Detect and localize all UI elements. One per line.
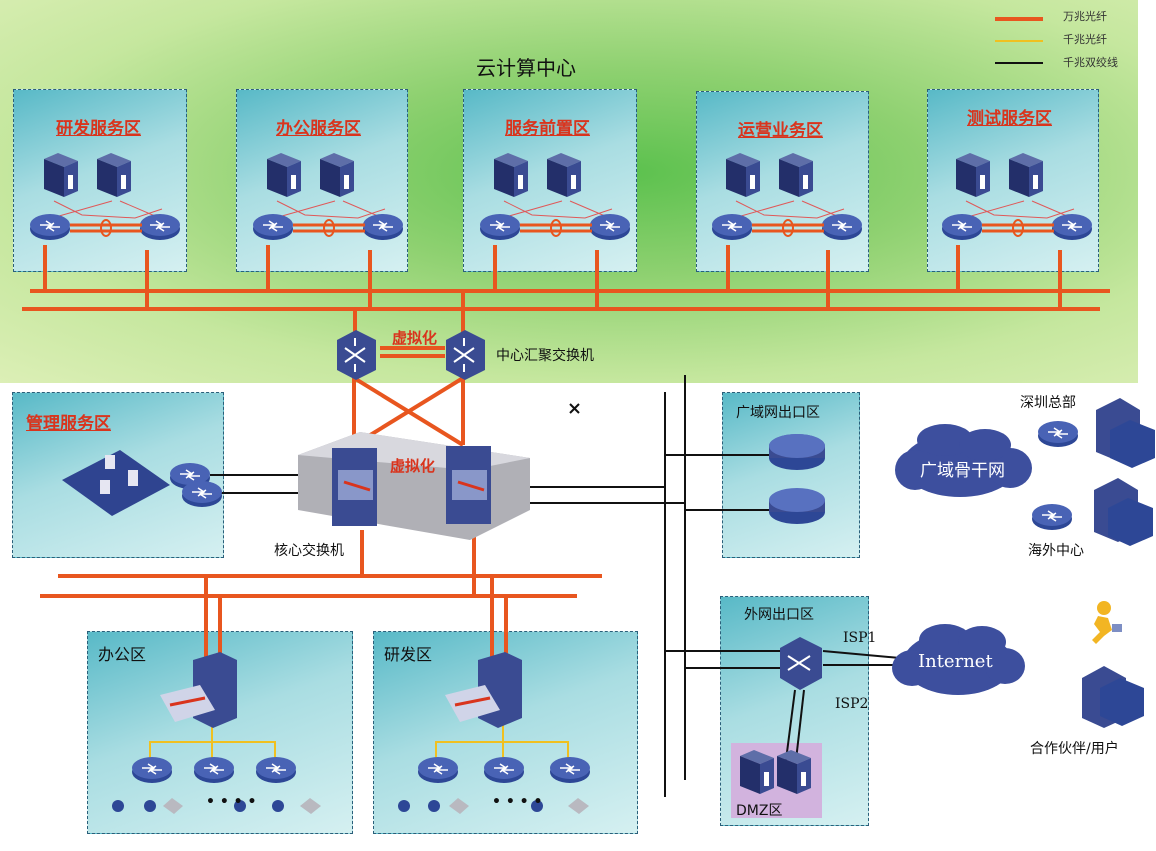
zone-wan-exit [722,392,860,558]
zone-title-rd: 研发区 [384,645,433,664]
testing-devices [942,153,1092,240]
external-exit-switch [780,637,822,690]
shenzhen-hq-label: 深圳总部 [1020,395,1076,411]
wan-router-2 [769,488,825,524]
rd-service-devices [30,153,180,240]
core-switch-label: 核心交换机 [274,543,344,559]
wan-backbone-label: 广域骨干网 [920,461,1005,481]
rd-ellipsis: • • • • [492,794,543,810]
internet-cloud [892,624,1025,695]
isp2-label: ISP2 [835,696,869,712]
wan-backbone-cloud [895,424,1032,497]
zone-title-operations: 运营业务区 [738,121,823,141]
virtualization-label-core: 虚拟化 [390,457,436,475]
zone-title-testing: 测试服务区 [967,109,1052,129]
legend-twisted-pair: 千兆双绞线 [1063,56,1118,69]
legend-fiber-10g: 万兆光纤 [1063,10,1107,23]
zone-title-office: 办公区 [98,645,147,664]
dmz-server-2 [777,750,811,794]
management-platform [62,450,223,516]
partner-briefcase-icon [1112,624,1122,632]
wan-router-1 [769,434,825,470]
zone-title-rd-service: 研发服务区 [56,119,141,139]
zone-title-wan-exit: 广域网出口区 [736,405,820,421]
virtualization-label-top: 虚拟化 [392,329,438,347]
zone-title-office-service: 办公服务区 [276,119,361,139]
core-switch-chassis [298,432,530,540]
dmz-server-1 [740,750,774,794]
zone-title-front-service: 服务前置区 [505,119,590,139]
partner-building [1082,666,1144,728]
dmz-zone-label: DMZ区 [736,803,783,819]
rd-access-chassis [445,652,522,728]
aggregation-switch-left [337,330,376,380]
front-service-devices [480,153,630,240]
zone-title-external-exit: 外网出口区 [744,607,814,623]
overseas-center-building [1031,478,1153,546]
legend-fiber-1g: 千兆光纤 [1063,33,1107,46]
office-ellipsis: • • • • [206,794,257,810]
zone-title-management: 管理服务区 [26,414,111,434]
operations-devices [712,153,862,240]
shenzhen-hq-building [1037,398,1155,468]
office-access-chassis [160,652,237,728]
aggregation-switch-label: 中心汇聚交换机 [496,348,594,364]
partners-label: 合作伙伴/用户 [1030,741,1119,757]
isp1-label: ISP1 [843,630,877,646]
overseas-center-label: 海外中心 [1028,543,1084,559]
partner-person-icon [1092,601,1112,644]
internet-label: Internet [918,651,993,672]
office-service-devices [253,153,403,240]
aggregation-switch-right [446,330,485,380]
cloud-center-title: 云计算中心 [476,56,576,80]
